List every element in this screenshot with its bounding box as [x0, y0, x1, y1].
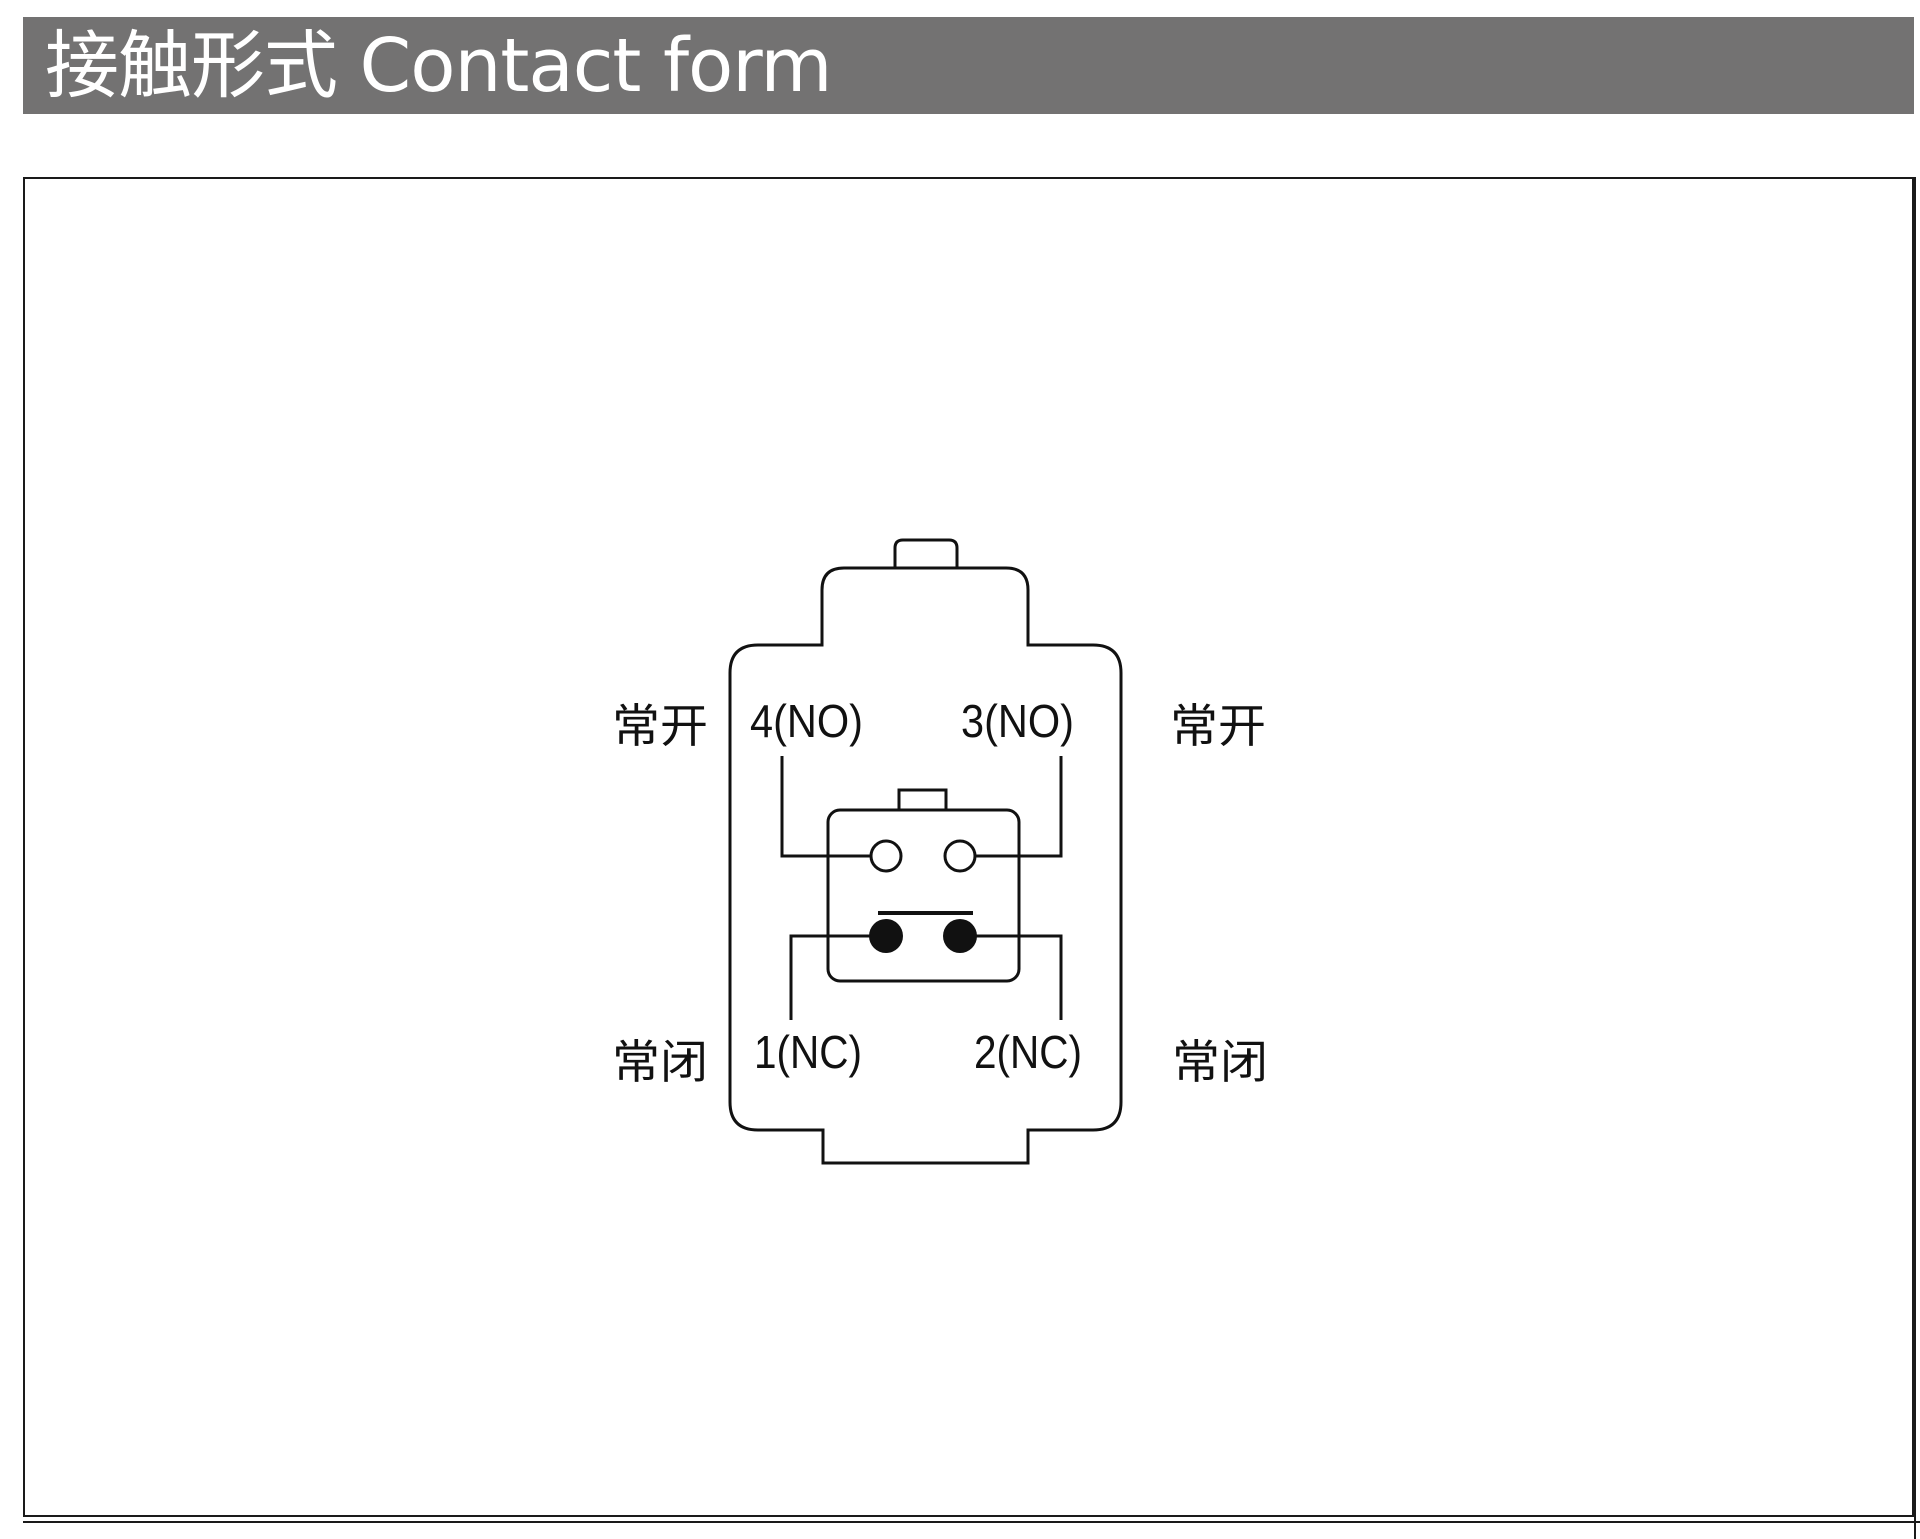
normally-open-label-right: 常开	[1170, 699, 1266, 753]
nc-contact-left	[869, 919, 903, 953]
plunger-nub	[893, 538, 959, 568]
terminal-1-label: 1(NC)	[754, 1026, 862, 1078]
contact-block	[826, 808, 1021, 983]
title-bar: 接触形式 Contact form	[23, 17, 1914, 114]
normally-closed-label-left: 常闭	[612, 1035, 708, 1089]
terminal-2-label: 2(NC)	[974, 1026, 1082, 1078]
page-title: 接触形式 Contact form	[45, 22, 832, 109]
actuator-nub	[897, 788, 948, 810]
frame-right-rule	[1914, 177, 1916, 1539]
diagram-frame	[23, 177, 1914, 1517]
terminal-3-label: 3(NO)	[961, 695, 1074, 747]
wire-4-no	[780, 756, 870, 858]
normally-closed-label-right: 常闭	[1172, 1035, 1268, 1089]
wire-1-nc	[789, 934, 870, 1020]
no-contact-left	[869, 839, 903, 873]
no-contact-right	[943, 839, 977, 873]
normally-open-label-left: 常开	[612, 699, 708, 753]
switch-body-outline	[728, 566, 1123, 1165]
frame-bottom-rule	[23, 1521, 1920, 1523]
wire-3-no	[976, 756, 1063, 858]
wire-2-nc	[976, 934, 1063, 1020]
nc-contact-right	[943, 919, 977, 953]
terminal-4-label: 4(NO)	[750, 695, 863, 747]
